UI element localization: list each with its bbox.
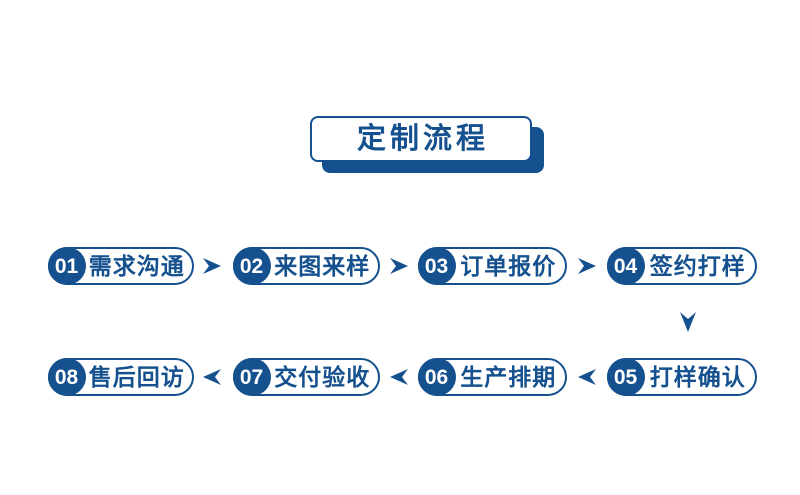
step-pill-08: 08 售后回访	[47, 358, 194, 396]
step-pill-07: 07 交付验收	[232, 358, 380, 396]
step-label: 来图来样	[274, 252, 371, 279]
step-number-badge: 03	[417, 247, 456, 285]
step-pill-05: 05 打样确认	[606, 358, 757, 396]
step-number-badge: 06	[417, 358, 456, 396]
step-pill-04: 04 签约打样	[606, 247, 757, 285]
step-number-badge: 07	[232, 358, 271, 396]
step-label: 签约打样	[649, 252, 746, 279]
step-number-badge: 02	[232, 247, 271, 285]
step-number-badge: 04	[606, 247, 645, 285]
step-pill-03: 03 订单报价	[417, 247, 567, 285]
step-label: 需求沟通	[88, 252, 185, 279]
step-number-badge: 08	[47, 358, 86, 396]
left-arrow-icon	[578, 369, 596, 385]
step-label: 生产排期	[460, 363, 557, 390]
down-arrow-icon	[680, 312, 696, 332]
step-label: 交付验收	[274, 363, 371, 390]
step-number-badge: 05	[606, 358, 645, 396]
step-label: 打样确认	[649, 363, 746, 390]
step-number-badge: 01	[47, 247, 86, 285]
left-arrow-icon	[390, 369, 408, 385]
step-label: 售后回访	[88, 363, 185, 390]
right-arrow-icon	[390, 258, 408, 274]
right-arrow-icon	[578, 258, 596, 274]
left-arrow-icon	[203, 369, 221, 385]
right-arrow-icon	[203, 258, 221, 274]
step-pill-02: 02 来图来样	[232, 247, 380, 285]
page-title-text: 定制流程	[356, 122, 489, 155]
step-pill-06: 06 生产排期	[417, 358, 567, 396]
page-title: 定制流程	[310, 116, 532, 162]
step-pill-01: 01 需求沟通	[47, 247, 194, 285]
step-label: 订单报价	[460, 252, 557, 279]
